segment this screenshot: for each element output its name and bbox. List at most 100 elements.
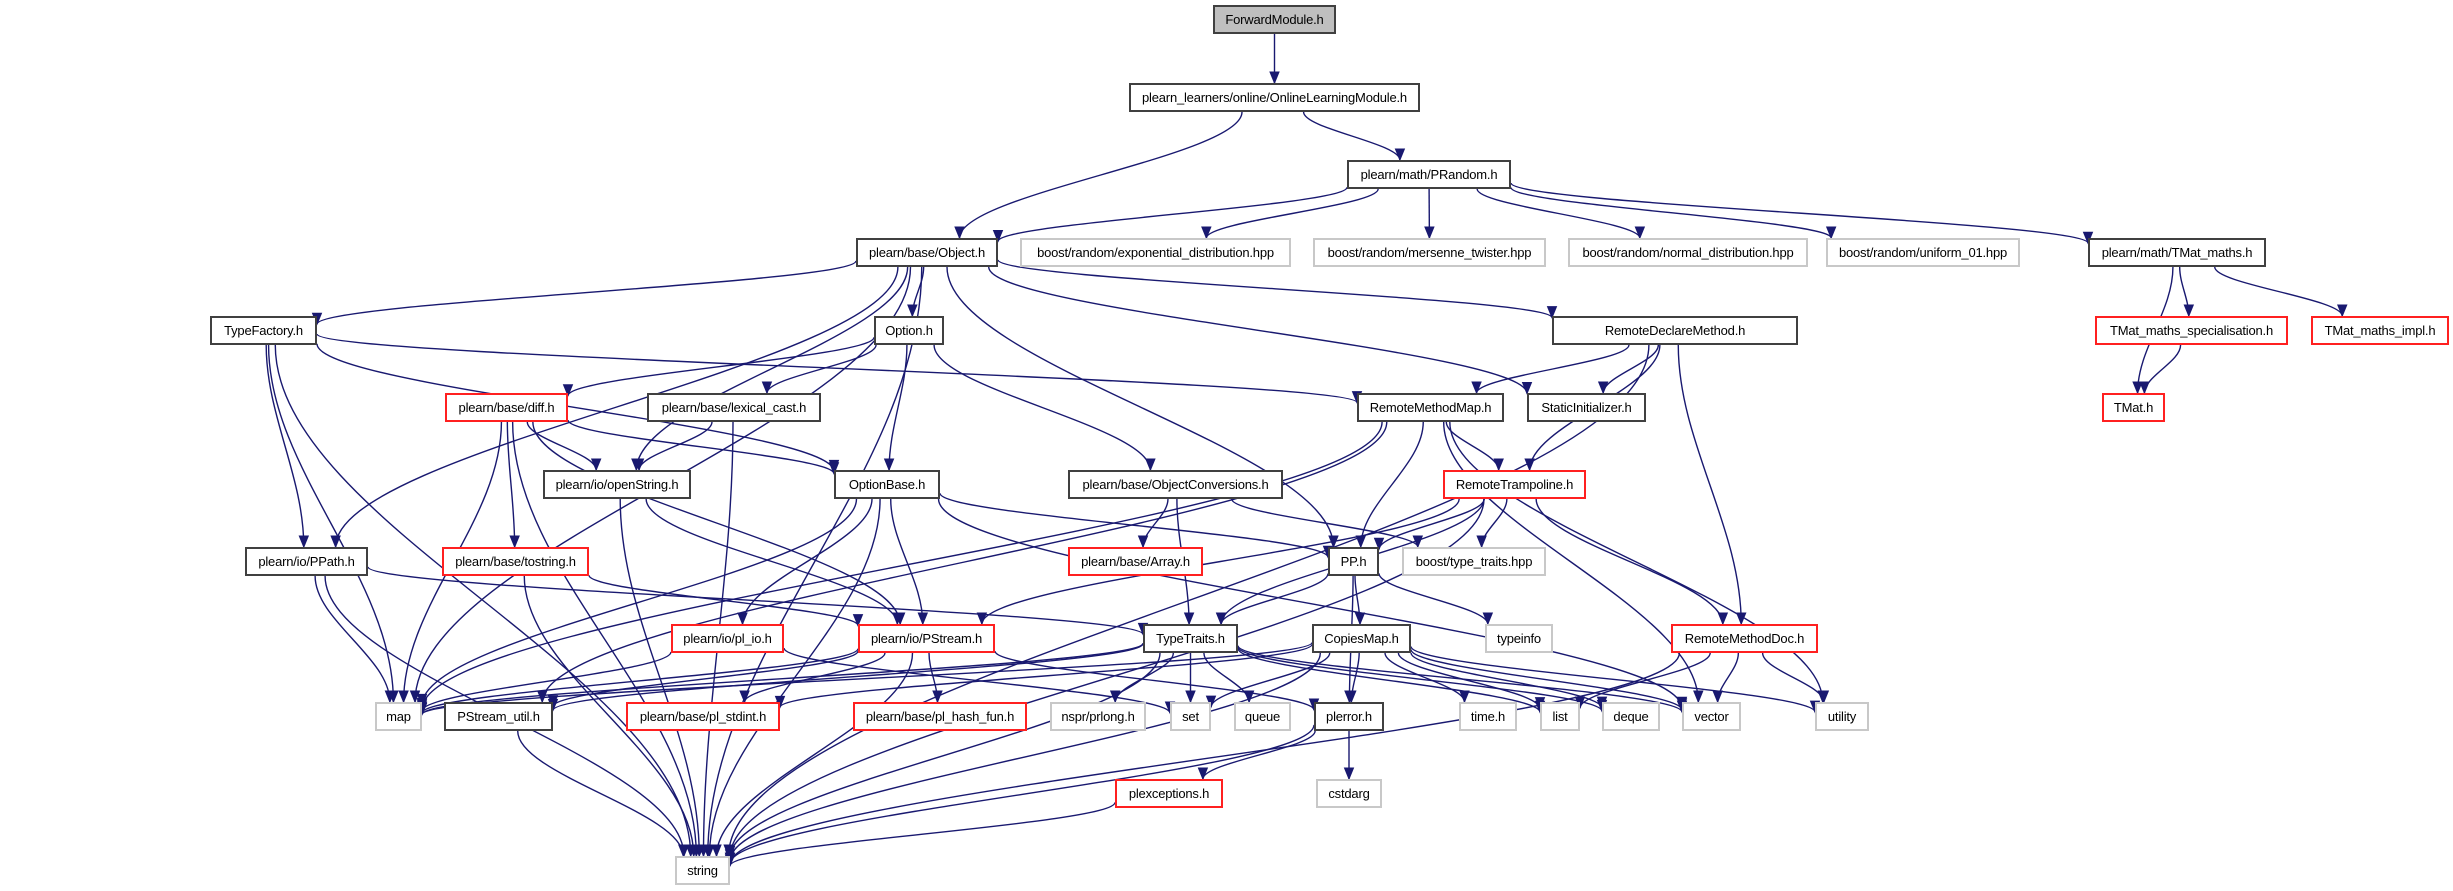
node-plhash[interactable]: plearn/base/pl_hash_fun.h — [853, 702, 1027, 731]
edge-rmm-to-pp — [1360, 421, 1424, 548]
node-rmdoc[interactable]: RemoteMethodDoc.h — [1671, 624, 1818, 653]
node-map[interactable]: map — [375, 702, 422, 731]
arrowhead-icon — [2082, 231, 2094, 245]
node-utility[interactable]: utility — [1815, 702, 1869, 731]
edge-typefactory-to-optionbase — [316, 343, 835, 472]
node-prandom[interactable]: plearn/math/PRandom.h — [1347, 160, 1511, 189]
node-set[interactable]: set — [1170, 702, 1211, 731]
node-label: PStream_util.h — [457, 709, 540, 724]
node-pstreamutil[interactable]: PStream_util.h — [444, 702, 553, 731]
node-list[interactable]: list — [1540, 702, 1580, 731]
node-copiesmap[interactable]: CopiesMap.h — [1312, 624, 1411, 653]
node-queue[interactable]: queue — [1234, 702, 1291, 731]
arrowhead-icon — [883, 458, 895, 472]
arrowhead-icon — [384, 690, 396, 704]
node-plexceptions[interactable]: plexceptions.h — [1115, 779, 1223, 808]
node-option[interactable]: Option.h — [874, 316, 944, 345]
arrowhead-icon — [1818, 690, 1830, 704]
edge-typefactory-to-ppath — [265, 344, 305, 548]
node-olm[interactable]: plearn_learners/online/OnlineLearningMod… — [1129, 83, 1420, 112]
node-object[interactable]: plearn/base/Object.h — [856, 238, 998, 267]
edge-optionbase-to-pstream — [890, 498, 924, 625]
edge-rdm-to-string — [727, 344, 1650, 857]
node-rmm[interactable]: RemoteMethodMap.h — [1357, 393, 1504, 422]
node-label: boost/random/normal_distribution.hpp — [1582, 245, 1794, 260]
edge-pstreamutil-to-string — [517, 730, 684, 857]
node-openstring[interactable]: plearn/io/openString.h — [543, 470, 691, 499]
node-typetraits[interactable]: TypeTraits.h — [1143, 624, 1238, 653]
edge-rmm-to-pstreamutil — [541, 421, 1388, 703]
node-typeinfo[interactable]: typeinfo — [1485, 624, 1553, 653]
node-rtramp[interactable]: RemoteTrampoline.h — [1443, 470, 1586, 499]
edge-rmm-to-map — [421, 421, 1383, 710]
node-array[interactable]: plearn/base/Array.h — [1068, 547, 1203, 576]
node-ppath[interactable]: plearn/io/PPath.h — [245, 547, 368, 576]
node-label: RemoteTrampoline.h — [1455, 477, 1574, 492]
edge-option-to-objconv — [933, 344, 1152, 471]
arrowhead-icon — [1145, 458, 1156, 472]
arrowhead-icon — [298, 535, 310, 549]
node-timeh[interactable]: time.h — [1459, 702, 1517, 731]
node-plio[interactable]: plearn/io/pl_io.h — [671, 624, 784, 653]
node-rdm[interactable]: RemoteDeclareMethod.h — [1552, 316, 1798, 345]
node-prlong[interactable]: nspr/prlong.h — [1050, 702, 1146, 731]
node-pp[interactable]: PP.h — [1328, 547, 1379, 576]
node-tostring[interactable]: plearn/base/tostring.h — [442, 547, 589, 576]
edge-tmspec-to-tmat — [2143, 344, 2182, 394]
edge-olm-to-prandom — [1302, 111, 1401, 161]
node-plerror[interactable]: plerror.h — [1314, 702, 1384, 731]
arrowhead-icon — [1354, 612, 1366, 626]
edge-diff-to-optionbase — [567, 419, 835, 475]
arrowhead-icon — [1493, 458, 1504, 472]
node-bmt[interactable]: boost/random/mersenne_twister.hpp — [1313, 238, 1546, 267]
arrowhead-icon — [2337, 304, 2348, 318]
node-typefactory[interactable]: TypeFactory.h — [210, 316, 317, 345]
node-objconv[interactable]: plearn/base/ObjectConversions.h — [1068, 470, 1283, 499]
edge-rdm-to-rmdoc — [1677, 344, 1742, 625]
edge-object-to-string — [707, 266, 923, 857]
edge-pp-to-typetraits — [1220, 573, 1329, 625]
node-tmat[interactable]: TMat.h — [2102, 393, 2165, 422]
node-tmimpl[interactable]: TMat_maths_impl.h — [2311, 316, 2449, 345]
node-diff[interactable]: plearn/base/diff.h — [445, 393, 568, 422]
node-tmspec[interactable]: TMat_maths_specialisation.h — [2095, 316, 2288, 345]
arrowhead-icon — [590, 458, 602, 472]
edge-diff-to-tostring — [506, 421, 516, 548]
arrowhead-icon — [704, 844, 715, 858]
edge-rmdoc-to-list — [1579, 652, 1711, 709]
edge-rtramp-to-pstream — [981, 498, 1460, 625]
node-label: typeinfo — [1497, 631, 1541, 646]
node-cstdarg[interactable]: cstdarg — [1316, 779, 1382, 808]
node-bnorm[interactable]: boost/random/normal_distribution.hpp — [1568, 238, 1808, 267]
arrowhead-icon — [1459, 690, 1470, 704]
node-string[interactable]: string — [675, 856, 730, 885]
node-lexcast[interactable]: plearn/base/lexical_cast.h — [647, 393, 821, 422]
node-label: cstdarg — [1328, 786, 1370, 801]
node-staticinit[interactable]: StaticInitializer.h — [1527, 393, 1646, 422]
node-fwd[interactable]: ForwardModule.h — [1213, 5, 1336, 34]
arrowhead-icon — [1197, 767, 1209, 781]
node-tmatmaths[interactable]: plearn/math/TMat_maths.h — [2088, 238, 2266, 267]
node-plstdint[interactable]: plearn/base/pl_stdint.h — [626, 702, 780, 731]
edge-diff-to-string — [511, 421, 698, 857]
edge-plio-to-map — [421, 651, 672, 712]
node-bexp[interactable]: boost/random/exponential_distribution.hp… — [1020, 238, 1291, 267]
node-deque[interactable]: deque — [1602, 702, 1660, 731]
arrowhead-icon — [1355, 535, 1366, 549]
node-vector[interactable]: vector — [1682, 702, 1741, 731]
edge-rtramp-to-rmdoc — [1535, 498, 1724, 625]
node-label: map — [386, 709, 411, 724]
edge-rmm-to-vector — [1442, 421, 1700, 703]
arrowhead-icon — [1597, 381, 1609, 395]
edge-objconv-to-typetraitshpp — [1231, 498, 1419, 548]
node-bunif[interactable]: boost/random/uniform_01.hpp — [1826, 238, 2020, 267]
node-pstream[interactable]: plearn/io/PStream.h — [858, 624, 995, 653]
node-optionbase[interactable]: OptionBase.h — [834, 470, 940, 499]
node-label: plerror.h — [1326, 709, 1372, 724]
edge-rmdoc-to-string — [729, 652, 1681, 865]
arrowhead-icon — [1346, 690, 1357, 704]
node-label: boost/random/mersenne_twister.hpp — [1327, 245, 1532, 260]
arrowhead-icon — [1343, 767, 1355, 781]
node-label: boost/random/uniform_01.hpp — [1838, 245, 2008, 260]
node-typetraitshpp[interactable]: boost/type_traits.hpp — [1402, 547, 1546, 576]
